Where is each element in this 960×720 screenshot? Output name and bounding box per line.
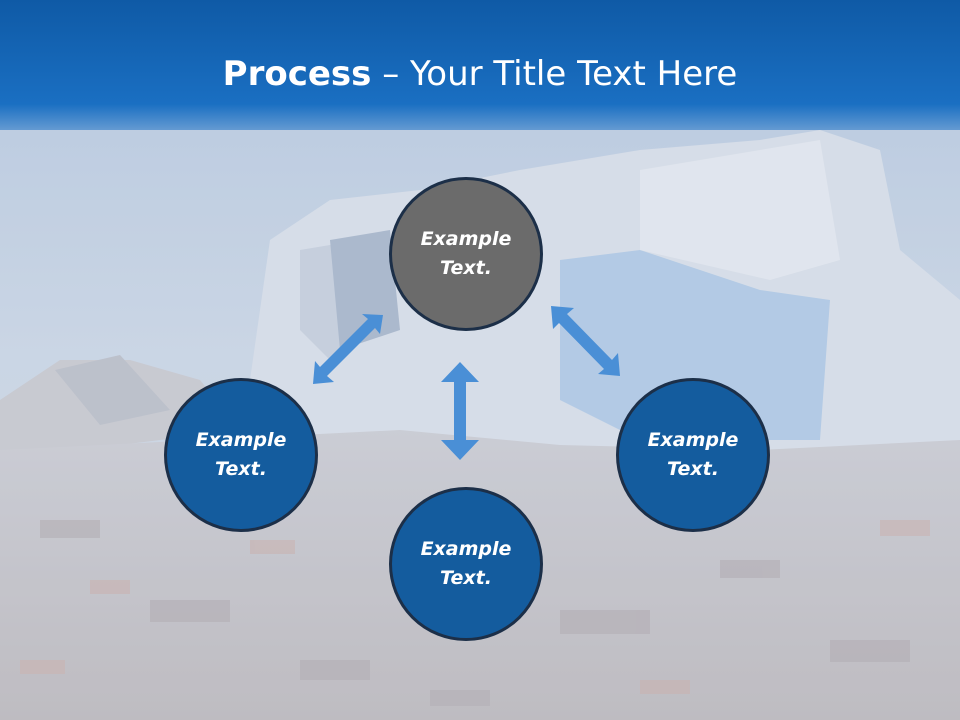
node-right-line1: Example [647, 429, 739, 451]
slide-title: Process – Your Title Text Here [0, 52, 960, 96]
node-bottom-line2: Text. [440, 567, 492, 589]
title-bar [0, 0, 960, 130]
node-left-line1: Example [195, 429, 287, 451]
title-separator: – [371, 54, 411, 94]
node-left-line2: Text. [215, 458, 267, 480]
double-arrow-top-right [551, 306, 620, 376]
node-right-line2: Text. [667, 458, 719, 480]
node-top-line2: Text. [440, 257, 492, 279]
double-arrow-vertical [441, 362, 479, 460]
title-bold-part: Process [222, 54, 372, 94]
double-arrow-top-left [313, 314, 383, 384]
title-rest: Your Title Text Here [410, 54, 738, 94]
node-bottom-line1: Example [420, 538, 512, 560]
node-top-line1: Example [420, 228, 512, 250]
